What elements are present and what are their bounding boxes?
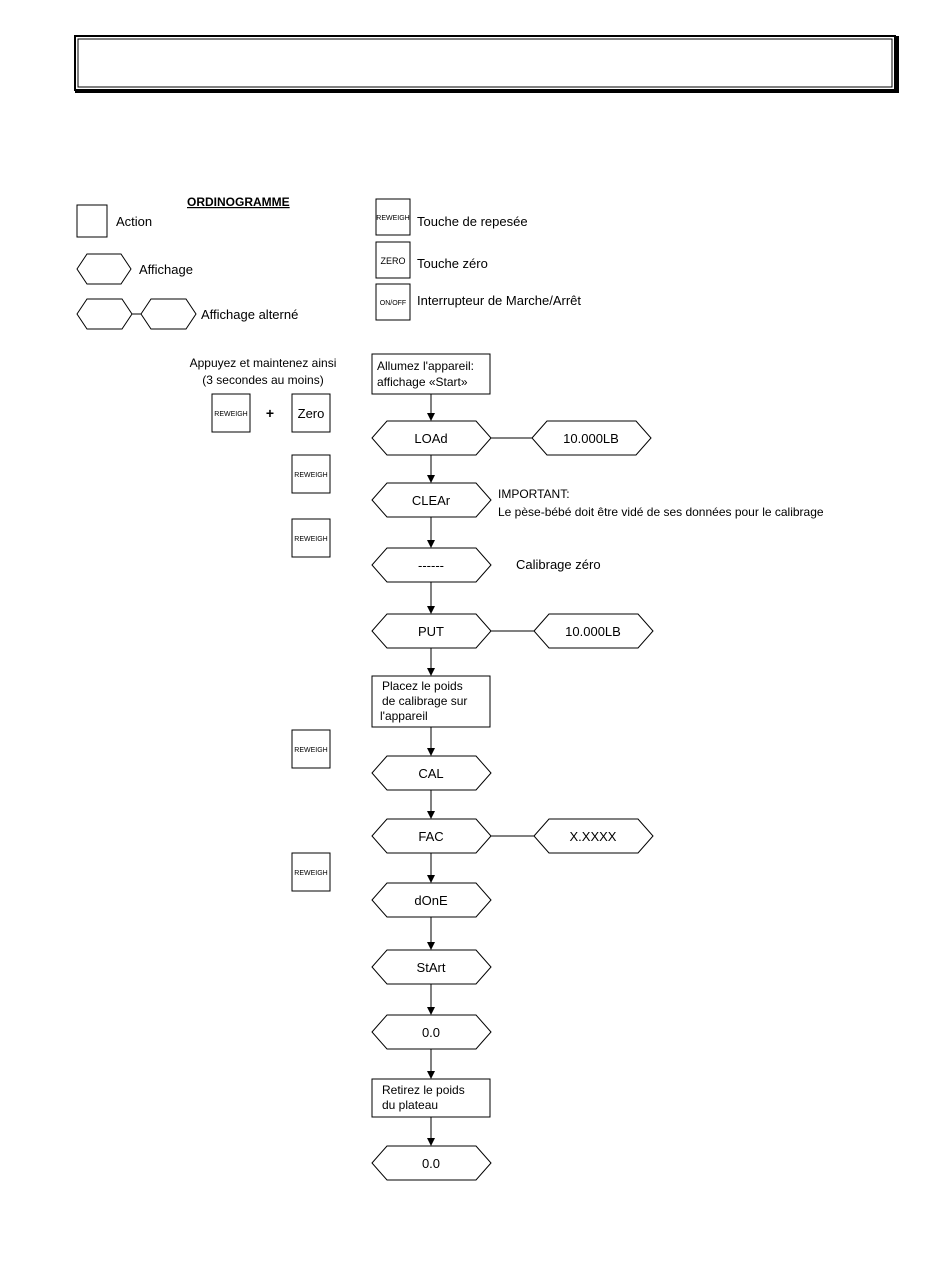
zero-key-step-1 — [291, 393, 331, 433]
reweigh-key-step-3-label: REWEIGH — [294, 536, 327, 543]
action-power-on-line1: Allumez l'appareil: — [377, 359, 474, 373]
action-power-on — [371, 353, 491, 395]
display-zero-1 — [371, 1014, 492, 1050]
display-zero-1-label: 0.0 — [422, 1025, 440, 1040]
legend-zero-key — [375, 241, 411, 279]
display-dashes — [371, 547, 492, 583]
action-place-weight-line3: l'appareil — [380, 709, 428, 723]
display-load-alt-label: 10.000LB — [563, 431, 619, 446]
legend-alt-display-shape-1 — [76, 298, 133, 330]
legend-action-label: Action — [116, 214, 152, 229]
reweigh-key-step-4-label: REWEIGH — [294, 747, 327, 754]
reweigh-key-step-1 — [211, 393, 251, 433]
important-note-text: Le pèse-bébé doit être vidé de ses donné… — [498, 505, 824, 519]
legend-reweigh-key-label: REWEIGH — [376, 215, 409, 222]
legend-alt-display-label: Affichage alterné — [201, 307, 298, 322]
action-power-on-line2: affichage «Start» — [377, 375, 468, 389]
action-place-weight-line2: de calibrage sur — [382, 694, 467, 708]
legend-reweigh-desc: Touche de repesée — [417, 214, 528, 229]
action-place-weight-line1: Placez le poids — [382, 679, 463, 693]
zero-key-step-1-label: Zero — [298, 406, 325, 421]
display-put-label: PUT — [418, 624, 444, 639]
legend-display-label: Affichage — [139, 262, 193, 277]
display-load-label: LOAd — [414, 431, 447, 446]
display-put-alt — [533, 613, 654, 649]
display-dashes-label: ------ — [418, 558, 444, 573]
legend-zero-desc: Touche zéro — [417, 256, 488, 271]
display-start-label: StArt — [417, 960, 446, 975]
action-remove-weight-line2: du plateau — [382, 1098, 438, 1112]
hold-instruction-line1: Appuyez et maintenez ainsi — [190, 356, 337, 370]
legend-action-shape — [76, 204, 108, 238]
hold-instruction-line2: (3 secondes au moins) — [202, 373, 323, 387]
legend-onoff-desc: Interrupteur de Marche/Arrêt — [417, 293, 581, 308]
display-start — [371, 949, 492, 985]
display-zero-2 — [371, 1145, 492, 1181]
display-done — [371, 882, 492, 918]
legend-display-shape — [76, 253, 132, 285]
reweigh-key-step-5 — [291, 852, 331, 892]
legend-alt-display-shape-2 — [140, 298, 197, 330]
reweigh-key-step-2-label: REWEIGH — [294, 472, 327, 479]
action-remove-weight-line1: Retirez le poids — [382, 1083, 465, 1097]
reweigh-key-step-4 — [291, 729, 331, 769]
display-load-alt — [531, 420, 652, 456]
reweigh-key-step-3 — [291, 518, 331, 558]
header-bar — [74, 35, 899, 93]
display-fac-alt — [533, 818, 654, 854]
important-note-title: IMPORTANT: — [498, 487, 570, 501]
reweigh-key-step-5-label: REWEIGH — [294, 870, 327, 877]
display-clear — [371, 482, 492, 518]
display-fac-label: FAC — [418, 829, 443, 844]
display-put-alt-label: 10.000LB — [565, 624, 621, 639]
display-cal — [371, 755, 492, 791]
display-done-label: dOnE — [414, 893, 448, 908]
legend-zero-key-label: ZERO — [380, 256, 405, 266]
display-fac-alt-label: X.XXXX — [570, 829, 617, 844]
reweigh-key-step-2 — [291, 454, 331, 494]
legend-onoff-key — [375, 283, 411, 321]
zero-calibration-note: Calibrage zéro — [516, 557, 601, 572]
display-clear-label: CLEAr — [412, 493, 451, 508]
legend-onoff-key-label: ON/OFF — [380, 300, 406, 307]
reweigh-key-step-1-label: REWEIGH — [214, 411, 247, 418]
plus-sign: + — [266, 405, 274, 421]
legend-reweigh-key — [375, 198, 411, 236]
display-zero-2-label: 0.0 — [422, 1156, 440, 1171]
legend-title: ORDINOGRAMME — [187, 195, 290, 209]
action-place-weight — [371, 675, 491, 728]
display-cal-label: CAL — [418, 766, 443, 781]
